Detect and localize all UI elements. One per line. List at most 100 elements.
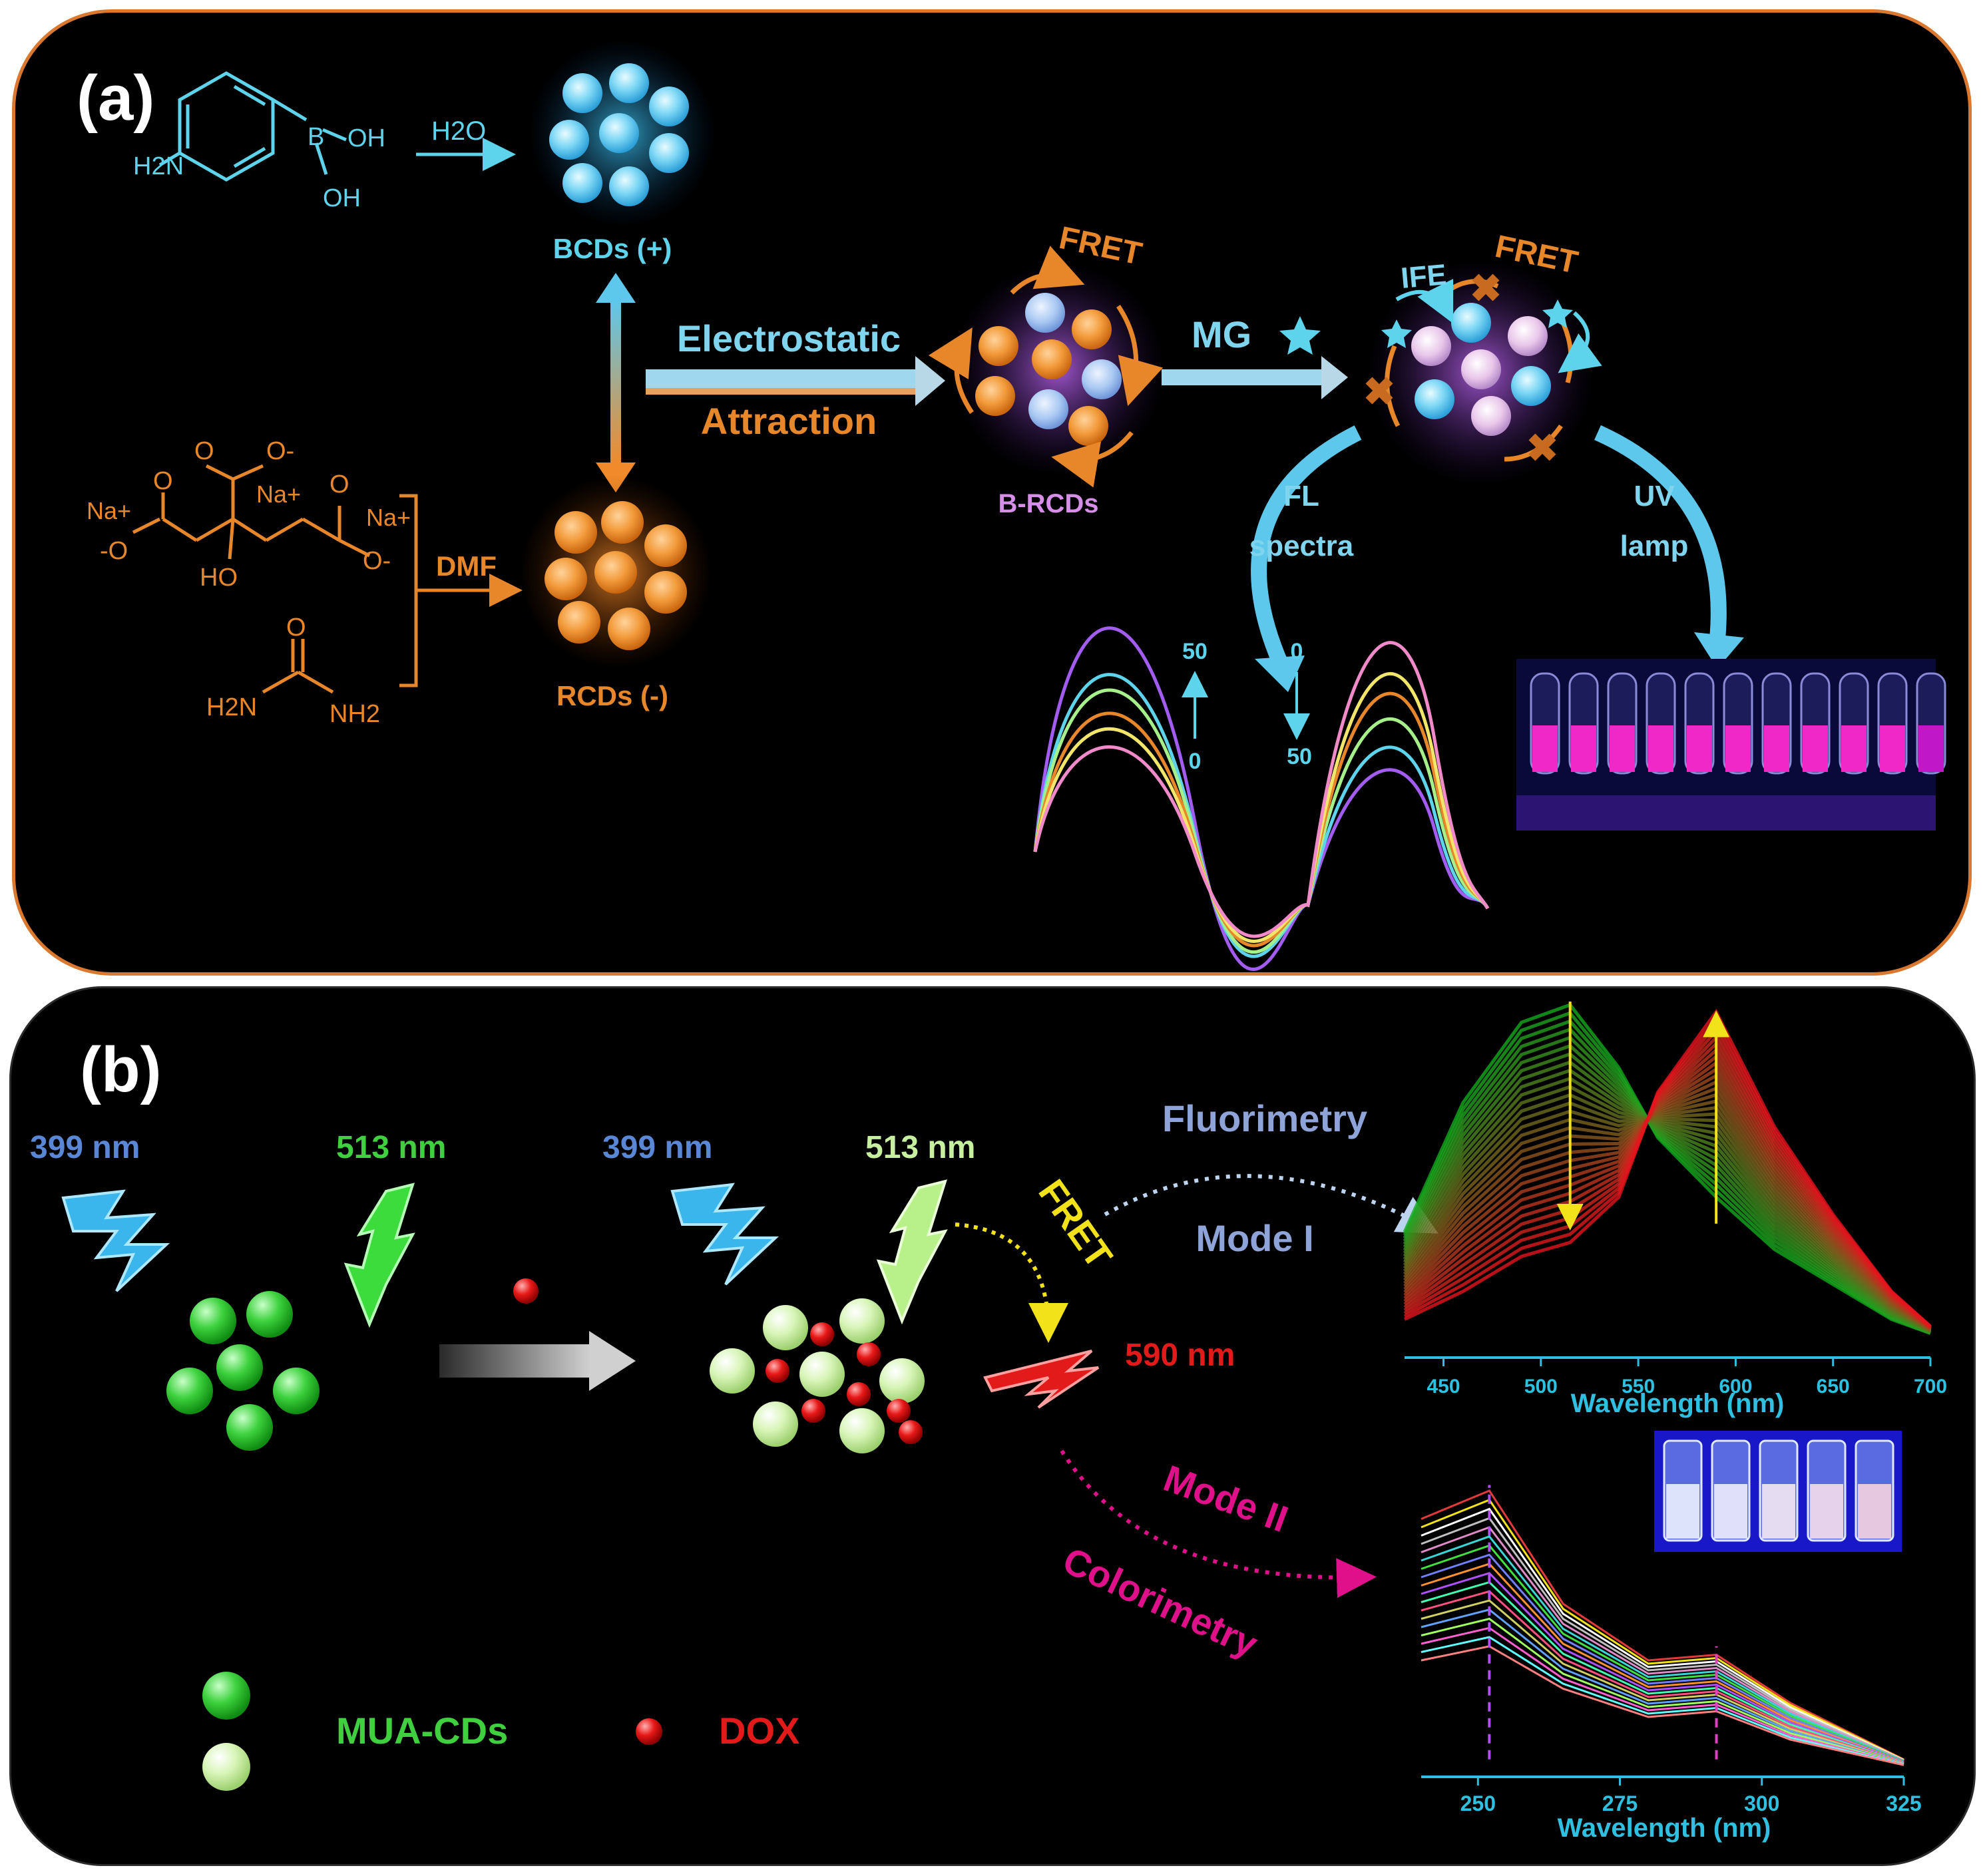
panel-a-label: (a)	[77, 63, 154, 134]
uv-vial-liquid-3	[1648, 725, 1673, 772]
bcds-cluster	[529, 40, 716, 226]
oh-top-text: OH	[347, 124, 385, 152]
fl-curve-arrow	[1251, 425, 1362, 669]
legend-dox-marker	[636, 1718, 662, 1745]
oh-bottom-text: OH	[323, 184, 361, 212]
citrate-o-minus-2: -O	[100, 537, 128, 565]
sodium-citrate-structure	[132, 464, 371, 560]
fret-label-b: FRET	[1030, 1172, 1120, 1276]
mua-cds-cluster	[166, 1291, 320, 1451]
mg-star-icon	[1279, 316, 1321, 355]
light-green-emission-bolt-icon	[876, 1179, 948, 1325]
electrostatic-arrow	[646, 356, 945, 406]
ife-label: IFE	[1400, 258, 1448, 295]
citrate-ho-text: HO	[200, 564, 238, 592]
mode-1-label: Mode I	[1196, 1217, 1313, 1259]
uv-vial-liquid-2	[1610, 725, 1635, 772]
chart1-tick-label-550: 550	[1622, 1376, 1655, 1398]
abs-series-line-12	[1421, 1599, 1904, 1765]
blue-excitation-bolt-icon	[61, 1189, 170, 1292]
chart2-tick-label-300: 300	[1744, 1791, 1779, 1815]
left-arrow-top-value: 50	[1182, 639, 1208, 664]
em-513-left: 513 nm	[336, 1130, 446, 1165]
ex-399-right: 399 nm	[602, 1130, 712, 1165]
red-emission-bolt-icon	[983, 1350, 1100, 1409]
fl-series-line-29	[1403, 1008, 1932, 1328]
fret-dotted-arrow	[955, 1222, 1068, 1343]
abs-series-line-2	[1421, 1507, 1904, 1762]
mg-arrow	[1162, 356, 1348, 399]
amine-text: H2N	[133, 152, 184, 180]
urea-structure	[262, 639, 334, 694]
dox-vial-liquid-1	[1714, 1484, 1747, 1539]
mg-text: MG	[1192, 313, 1251, 355]
uv-vial-liquid-5	[1725, 725, 1751, 772]
chart2-tick-label-325: 325	[1886, 1791, 1921, 1815]
citrate-o-right: O	[330, 470, 349, 498]
legend-dox: DOX	[719, 1710, 799, 1752]
urea-right-amine: NH2	[330, 700, 380, 728]
citrate-na-1: Na+	[87, 497, 131, 524]
aminophenylboronic-acid-structure	[158, 71, 347, 182]
uv-label: UV	[1634, 480, 1675, 512]
spectra-label: spectra	[1249, 530, 1354, 562]
citrate-na-3: Na+	[366, 504, 411, 531]
uv-vial-liquid-8	[1841, 725, 1867, 772]
bcds-label: BCDs (+)	[553, 233, 672, 264]
chart1-tick-label-700: 700	[1914, 1376, 1947, 1398]
rcds-label: RCDs (-)	[556, 680, 668, 711]
right-arrow-bottom-value: 50	[1287, 744, 1312, 769]
uv-vial-liquid-6	[1764, 725, 1789, 772]
fl-spectra-curves	[1033, 626, 1490, 971]
mg-star-icon-3	[1542, 299, 1573, 328]
citrate-na-2: Na+	[256, 480, 301, 508]
citrate-o-minus-3: O-	[363, 547, 391, 575]
grey-process-arrow	[439, 1331, 636, 1391]
abs-series-line-14	[1421, 1617, 1904, 1766]
dmf-text: DMF	[436, 550, 497, 582]
mode-2-label: Mode II	[1158, 1457, 1293, 1540]
boron-text: B	[308, 123, 324, 151]
fl-curve-5	[1033, 641, 1490, 938]
lamp-label: lamp	[1620, 530, 1689, 562]
uv-curve-arrow	[1594, 425, 1727, 640]
uv-vials-photo	[1516, 659, 1946, 831]
abs-series-line-0	[1421, 1489, 1904, 1761]
mg-star-icon-2	[1381, 319, 1412, 348]
chart1-tick-label-600: 600	[1719, 1376, 1752, 1398]
uv-vial-liquid-7	[1803, 725, 1828, 772]
dox-vial-liquid-3	[1810, 1484, 1843, 1539]
uv-vial-liquid-1	[1571, 725, 1596, 772]
cds-dox-complex-cluster	[710, 1298, 925, 1453]
chart2-tick-label-250: 250	[1460, 1791, 1496, 1815]
dox-vial-liquid-2	[1762, 1484, 1795, 1539]
abs-series-line-7	[1421, 1553, 1904, 1763]
right-arrow-top-value: 0	[1291, 639, 1303, 664]
b-rcds-cluster	[928, 246, 1165, 488]
blocked-cross-icons	[1365, 274, 1556, 461]
electrostatic-text: Electrostatic	[677, 317, 901, 359]
h2o-text: H2O	[431, 116, 486, 146]
chart1-tick-label-500: 500	[1524, 1376, 1558, 1398]
rcds-cluster	[519, 476, 712, 669]
uv-vial-liquid-9	[1880, 725, 1905, 772]
chart1-tick-label-450: 450	[1427, 1376, 1460, 1398]
fluorimetry-dotted-arrow	[1104, 1174, 1438, 1234]
dox-molecule	[513, 1278, 539, 1304]
blue-excitation-bolt-icon-2	[670, 1183, 779, 1286]
bcd-rcd-double-arrow	[596, 273, 636, 492]
chart2-tick-label-275: 275	[1602, 1791, 1638, 1815]
fl-curve-0	[1033, 626, 1490, 971]
green-emission-bolt-icon	[343, 1183, 415, 1328]
abs-series-line-5	[1421, 1535, 1904, 1762]
panel-b-background	[9, 986, 1976, 1866]
left-arrow-bottom-value: 0	[1189, 749, 1202, 774]
attraction-text: Attraction	[701, 400, 877, 442]
fl-curve-1	[1033, 673, 1490, 958]
citrate-o-minus-1: O-	[266, 437, 294, 465]
panel-b-label: (b)	[80, 1034, 162, 1105]
b-rcds-label: B-RCDs	[998, 489, 1098, 518]
chart2-xlabel: Wavelength (nm)	[1558, 1813, 1771, 1843]
